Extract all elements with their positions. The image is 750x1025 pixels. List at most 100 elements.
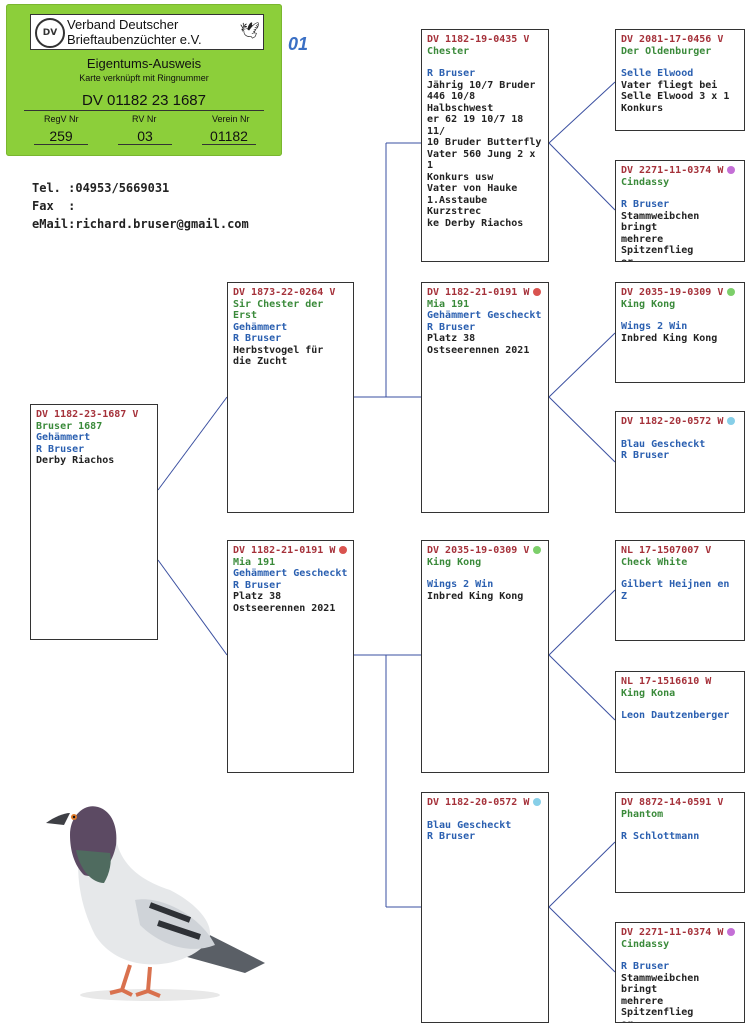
breeder: R Bruser xyxy=(427,68,476,79)
ring-number: DV 2035-19-0309 V xyxy=(427,545,530,556)
notes: Inbred King Kong xyxy=(427,590,524,602)
breeder: R Bruser xyxy=(621,961,670,972)
breeder: Leon Dautzenberger xyxy=(621,710,730,721)
bird-name: Cindassy xyxy=(621,938,670,950)
ring-line xyxy=(24,90,264,111)
pedigree-mfm: NL 17-1516610 W King Kona Leon Dautzenbe… xyxy=(615,671,745,773)
card-header: DV Verband Deutscher Brieftaubenzüchter … xyxy=(30,14,264,50)
dot-marker xyxy=(727,928,736,936)
bird-color: Gehämmert xyxy=(36,432,91,443)
page-number: 01 xyxy=(288,34,309,54)
dot-marker xyxy=(727,288,736,296)
dot-marker xyxy=(533,546,542,554)
dot-marker xyxy=(727,166,736,174)
membership-card: DV Verband Deutscher Brieftaubenzüchter … xyxy=(6,4,282,156)
pedigree-ffm: DV 2271-11-0374 W Cindassy R Bruser Stam… xyxy=(615,160,745,262)
card-ring-number: DV 01182 23 1687 xyxy=(82,92,206,109)
ring-number: DV 1182-19-0435 V xyxy=(427,34,530,45)
notes: Vater fliegt bei Selle Elwood 3 x 1 Konk… xyxy=(621,79,730,114)
ring-number: DV 1182-20-0572 W xyxy=(621,416,724,427)
association-logo: DV xyxy=(35,18,65,48)
bird-name: King Kona xyxy=(621,687,676,699)
bird-name: King Kong xyxy=(427,556,482,568)
ring-number: DV 2271-11-0374 W xyxy=(621,927,724,938)
pedigree-main-bird: DV 1182-23-1687 V Bruser 1687 Gehämmert … xyxy=(30,404,158,640)
breeder: Wings 2 Win xyxy=(427,579,494,590)
pedigree-father: DV 1873-22-0264 V Sir Chester der Erst G… xyxy=(227,282,354,513)
pedigree-fm: DV 1182-21-0191 W Mia 191 Gehämmert Gesc… xyxy=(421,282,549,513)
pedigree-fmm: DV 1182-20-0572 W Blau Gescheckt R Bruse… xyxy=(615,411,745,513)
bird-name: Sir Chester der Erst xyxy=(233,298,324,322)
rv-label: RV Nr xyxy=(132,114,157,124)
pedigree-mf: DV 2035-19-0309 V King Kong Wings 2 Win … xyxy=(421,540,549,773)
pedigree-fmf: DV 2035-19-0309 V King Kong Wings 2 Win … xyxy=(615,282,745,383)
contact-email: eMail:richard.bruser@gmail.com xyxy=(32,217,249,231)
bird-name: Check White xyxy=(621,556,688,568)
pedigree-mmm: DV 2271-11-0374 W Cindassy R Bruser Stam… xyxy=(615,922,745,1023)
ring-number: DV 1873-22-0264 V xyxy=(233,287,336,298)
bird-color: Blau Gescheckt xyxy=(621,438,706,450)
ring-number: NL 17-1507007 V xyxy=(621,545,712,556)
org-line-1: Verband Deutscher xyxy=(67,17,179,32)
breeder: R Bruser xyxy=(621,199,670,210)
breeder: Wings 2 Win xyxy=(621,321,688,332)
ring-number: NL 17-1516610 W xyxy=(621,676,712,687)
notes: Jährig 10/7 Bruder 446 10/8 Halbschwest … xyxy=(427,79,542,229)
org-line-2: Brieftaubenzüchter e.V. xyxy=(67,32,202,47)
pedigree-mm: DV 1182-20-0572 W Blau Gescheckt R Bruse… xyxy=(421,792,549,1023)
ring-number: DV 2035-19-0309 V xyxy=(621,287,724,298)
pedigree-ff: DV 1182-19-0435 V Chester R Bruser Jähri… xyxy=(421,29,549,262)
bird-name: Mia 191 xyxy=(233,556,276,568)
breeder: R Bruser xyxy=(427,831,476,842)
association-name: Verband Deutscher Brieftaubenzüchter e.V… xyxy=(67,17,202,47)
bird-name: King Kong xyxy=(621,298,676,310)
ring-number: DV 1182-21-0191 W xyxy=(233,545,336,556)
notes: Herbstvogel für die Zucht xyxy=(233,344,324,368)
verein-value: 01182 xyxy=(202,128,256,145)
contact-phone: Tel. :04953/5669031 xyxy=(32,181,170,195)
pigeon-photo xyxy=(46,806,265,1001)
breeder: R Schlottmann xyxy=(621,831,700,842)
ring-number: DV 1182-23-1687 V xyxy=(36,409,139,420)
bird-name: Bruser 1687 xyxy=(36,420,103,432)
bird-name: Chester xyxy=(427,45,470,57)
pigeon-icon: 🕊 xyxy=(239,21,260,40)
verein-label: Verein Nr xyxy=(212,114,250,124)
breeder: R Bruser xyxy=(233,579,282,591)
notes: Inbred King Kong xyxy=(621,332,718,344)
contact-fax: Fax : xyxy=(32,199,76,213)
bird-color: Gehämmert xyxy=(233,321,288,333)
pedigree-mff: NL 17-1507007 V Check White Gilbert Heij… xyxy=(615,540,745,641)
ring-number: DV 2271-11-0374 W xyxy=(621,165,724,176)
breeder: R Bruser xyxy=(621,450,670,461)
bird-color: Gehämmert Gescheckt xyxy=(233,568,348,579)
pedigree-fff: DV 2081-17-0456 V Der Oldenburger Selle … xyxy=(615,29,745,131)
pedigree-mother: DV 1182-21-0191 W Mia 191 Gehämmert Gesc… xyxy=(227,540,354,773)
rv-value: 03 xyxy=(118,128,172,145)
bird-name: Phantom xyxy=(621,808,664,820)
dot-marker xyxy=(339,546,348,554)
notes: Platz 38 Ostseerennen 2021 xyxy=(233,591,336,614)
bird-color: Gehämmert Gescheckt xyxy=(427,310,542,321)
ring-number: DV 8872-14-0591 V xyxy=(621,797,724,808)
card-title: Eigentums-Ausweis xyxy=(86,56,202,71)
ring-number: DV 2081-17-0456 V xyxy=(621,34,724,45)
ring-number: DV 1182-20-0572 W xyxy=(427,797,530,808)
notes: Stammweibchen bringt mehrere Spitzenflie… xyxy=(621,210,700,262)
notes: Stammweibchen bringt mehrere Spitzenflie… xyxy=(621,972,700,1023)
regv-label: RegV Nr xyxy=(44,114,79,124)
bird-name: Der Oldenburger xyxy=(621,45,712,57)
breeder: Gilbert Heijnen en Z xyxy=(621,579,730,602)
bird-name: Cindassy xyxy=(621,176,670,188)
regv-value: 259 xyxy=(34,128,88,145)
card-subtitle: Karte verknüpft mit Ringnummer xyxy=(79,73,209,83)
dot-marker xyxy=(533,288,542,296)
pedigree-mmf: DV 8872-14-0591 V Phantom R Schlottmann xyxy=(615,792,745,893)
breeder: R Bruser xyxy=(233,333,282,344)
bird-color: Blau Gescheckt xyxy=(427,819,512,831)
breeder: R Bruser xyxy=(427,321,476,333)
breeder: R Bruser xyxy=(36,443,85,455)
breeder: Selle Elwood xyxy=(621,68,694,79)
bird-name: Mia 191 xyxy=(427,298,470,310)
